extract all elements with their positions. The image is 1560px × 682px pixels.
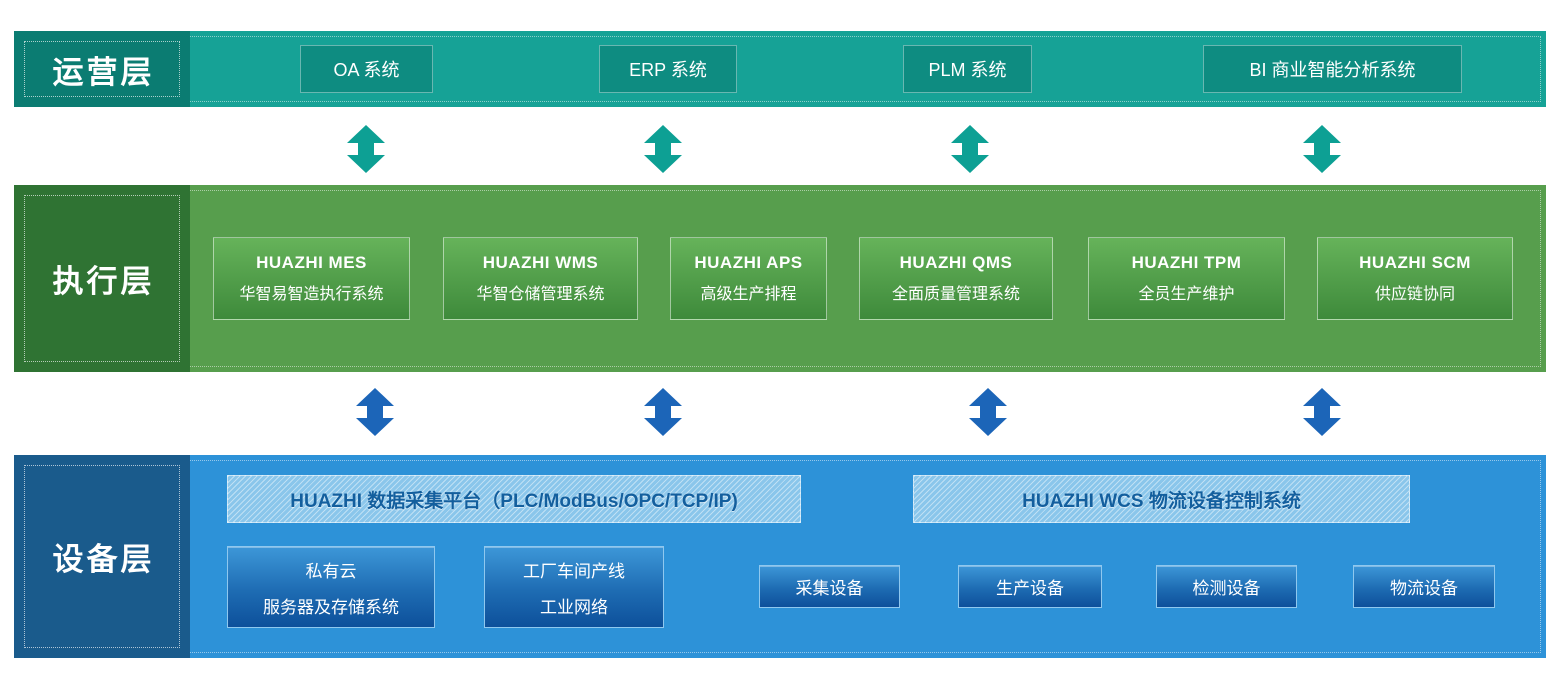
system-box-oa: OA 系统 (300, 45, 433, 93)
factory-network-line1: 工厂车间产线 (523, 561, 625, 581)
private-cloud-line1: 私有云 (305, 561, 357, 581)
data-collection-platform-banner: HUAZHI 数据采集平台（PLC/ModBus/OPC/TCP/IP) (227, 475, 801, 523)
device-box-collection-label: 采集设备 (795, 579, 864, 598)
system-box-mes-title: HUAZHI MES (256, 253, 367, 272)
device-box-inspection-label: 检测设备 (1192, 579, 1261, 598)
system-box-oa-label: OA 系统 (333, 60, 400, 80)
system-box-qms-subtitle: 全面质量管理系统 (891, 286, 1020, 303)
device-box-logistics-label: 物流设备 (1390, 579, 1458, 598)
system-box-tpm-subtitle: 全员生产维护 (1138, 286, 1235, 303)
double-arrow-icon (347, 125, 385, 173)
double-arrow-icon (644, 125, 682, 173)
double-arrow-icon (951, 125, 989, 173)
device-layer-label-box: 设备层 (14, 455, 190, 658)
data-collection-platform-label: HUAZHI 数据采集平台（PLC/ModBus/OPC/TCP/IP) (290, 490, 738, 512)
double-arrow-icon (1303, 388, 1341, 436)
system-box-aps: HUAZHI APS 高级生产排程 (670, 237, 827, 320)
device-box-production: 生产设备 (958, 565, 1102, 608)
double-arrow-icon (644, 388, 682, 436)
operations-layer-label-frame: 运营层 (24, 41, 180, 97)
system-box-bi: BI 商业智能分析系统 (1203, 45, 1462, 93)
execution-layer-label-box: 执行层 (14, 185, 190, 372)
system-box-scm-subtitle: 供应链协同 (1374, 286, 1455, 303)
device-layer-band: 设备层 HUAZHI 数据采集平台（PLC/ModBus/OPC/TCP/IP)… (14, 455, 1546, 658)
factory-network-box: 工厂车间产线 工业网络 (484, 546, 664, 628)
system-box-qms-title: HUAZHI QMS (899, 253, 1013, 272)
system-box-wms: HUAZHI WMS 华智仓储管理系统 (443, 237, 638, 320)
system-box-mes-subtitle: 华智易智造执行系统 (239, 286, 384, 303)
system-box-bi-label: BI 商业智能分析系统 (1249, 60, 1416, 80)
device-layer-label-frame: 设备层 (24, 465, 180, 648)
system-box-scm-title: HUAZHI SCM (1359, 253, 1471, 272)
factory-network-line2: 工业网络 (540, 597, 608, 617)
double-arrow-icon (1303, 125, 1341, 173)
system-box-plm-label: PLM 系统 (928, 60, 1007, 80)
system-box-wms-title: HUAZHI WMS (482, 253, 599, 272)
operations-layer-title: 运营层 (52, 54, 155, 90)
device-box-collection: 采集设备 (759, 565, 900, 608)
execution-layer-label-frame: 执行层 (24, 195, 180, 362)
device-layer-title: 设备层 (52, 542, 155, 577)
system-box-plm: PLM 系统 (903, 45, 1032, 93)
system-box-tpm-title: HUAZHI TPM (1131, 253, 1242, 272)
system-box-qms: HUAZHI QMS 全面质量管理系统 (859, 237, 1053, 320)
device-box-production-label: 生产设备 (996, 579, 1064, 598)
system-box-erp: ERP 系统 (599, 45, 737, 93)
system-box-mes: HUAZHI MES 华智易智造执行系统 (213, 237, 410, 320)
system-box-aps-subtitle: 高级生产排程 (700, 286, 797, 303)
double-arrow-icon (969, 388, 1007, 436)
device-box-logistics: 物流设备 (1353, 565, 1495, 608)
private-cloud-box: 私有云 服务器及存储系统 (227, 546, 435, 628)
system-box-erp-label: ERP 系统 (629, 60, 707, 80)
system-box-scm: HUAZHI SCM 供应链协同 (1317, 237, 1513, 320)
operations-layer-band: 运营层 OA 系统 ERP 系统 PLM 系统 BI 商业智能分析系统 (14, 31, 1546, 107)
operations-layer-label-box: 运营层 (14, 31, 190, 107)
execution-layer-band: 执行层 HUAZHI MES 华智易智造执行系统 HUAZHI WMS 华智仓储… (14, 185, 1546, 372)
system-box-tpm: HUAZHI TPM 全员生产维护 (1088, 237, 1285, 320)
wcs-platform-label: HUAZHI WCS 物流设备控制系统 (1022, 490, 1301, 512)
system-box-aps-title: HUAZHI APS (694, 253, 803, 272)
double-arrow-icon (356, 388, 394, 436)
device-box-inspection: 检测设备 (1156, 565, 1297, 608)
execution-layer-title: 执行层 (52, 264, 155, 299)
private-cloud-line2: 服务器及存储系统 (263, 597, 399, 617)
wcs-platform-banner: HUAZHI WCS 物流设备控制系统 (913, 475, 1410, 523)
system-box-wms-subtitle: 华智仓储管理系统 (476, 286, 605, 303)
